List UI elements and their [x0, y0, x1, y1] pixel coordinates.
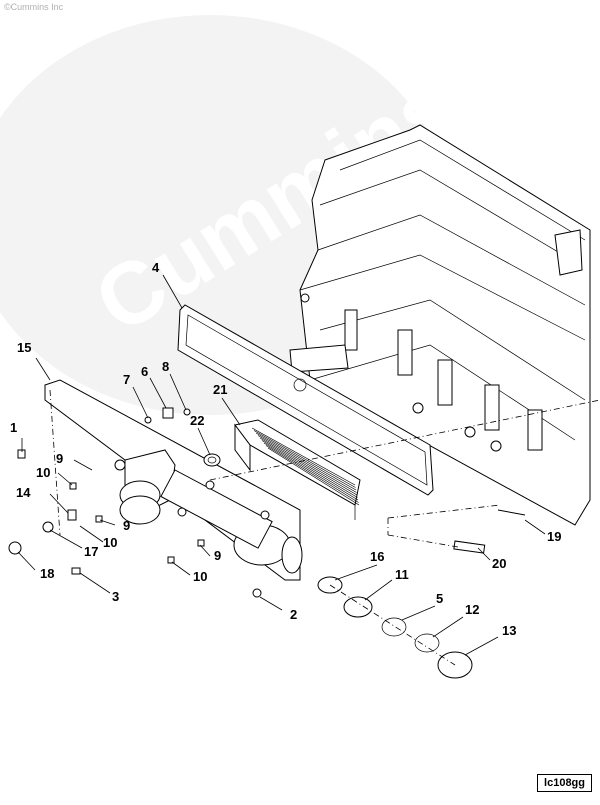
cooler-fin — [253, 430, 356, 488]
callout-17: 17 — [84, 544, 98, 559]
figure-code-label: lc108gg — [537, 774, 592, 792]
oil-cooler-core — [234, 419, 361, 520]
callout-10c: 10 — [193, 569, 207, 584]
callout-18: 18 — [40, 566, 54, 581]
gasket — [177, 304, 434, 496]
callout-12: 12 — [465, 602, 479, 617]
callout-9b: 9 — [123, 518, 130, 533]
copyright-notice: ©Cummins Inc — [4, 2, 64, 12]
callout-10a: 10 — [36, 465, 50, 480]
cooler-fin — [255, 432, 357, 491]
callout-3: 3 — [112, 589, 119, 604]
callout-14: 14 — [16, 485, 31, 500]
cooler-fin — [259, 437, 358, 496]
small-parts — [8, 407, 526, 679]
cooler-fin — [257, 435, 357, 493]
callout-15: 15 — [17, 340, 31, 355]
engine-block — [289, 124, 591, 526]
callout-10b: 10 — [103, 535, 117, 550]
callout-13: 13 — [502, 623, 516, 638]
callout-2: 2 — [290, 607, 297, 622]
cooler-fin — [251, 427, 356, 486]
alignment-lines — [49, 389, 600, 666]
callout-20: 20 — [492, 556, 506, 571]
callout-11: 11 — [395, 567, 409, 582]
callout-9c: 9 — [214, 548, 221, 563]
callout-19: 19 — [547, 529, 561, 544]
cooler-fin — [261, 440, 358, 498]
callout-7: 7 — [123, 372, 130, 387]
cooler-fin — [263, 442, 359, 501]
leader-lines — [17, 274, 546, 656]
callout-16: 16 — [370, 549, 384, 564]
callout-22: 22 — [190, 413, 204, 428]
callout-labels: 1 2 3 4 5 6 7 8 9 9 9 10 10 10 11 12 13 … — [10, 260, 561, 638]
callout-4: 4 — [152, 260, 160, 275]
oil-cooler-housing — [44, 379, 303, 581]
cooler-fin — [265, 445, 359, 503]
callout-8: 8 — [162, 359, 169, 374]
cooler-fin — [267, 447, 360, 506]
callout-21: 21 — [213, 382, 227, 397]
callout-5: 5 — [436, 591, 443, 606]
callout-9a: 9 — [56, 451, 63, 466]
callout-6: 6 — [141, 364, 148, 379]
callout-1: 1 — [10, 420, 17, 435]
